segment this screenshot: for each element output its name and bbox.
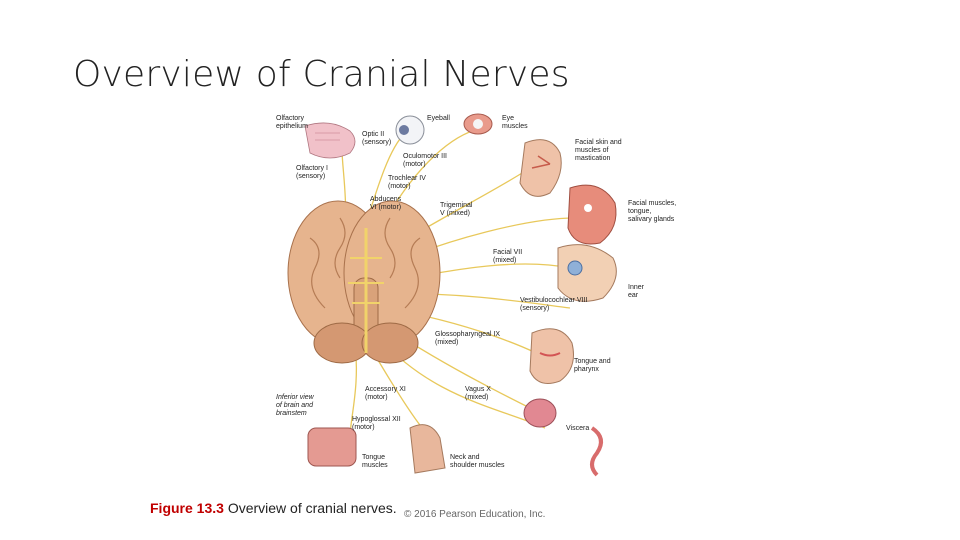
ear-illustration [557, 244, 617, 302]
svg-text:Vagus X(mixed): Vagus X(mixed) [465, 386, 491, 401]
brain-illustration [287, 200, 441, 364]
svg-text:Hypoglossal XII(motor): Hypoglossal XII(motor) [352, 416, 401, 431]
label-optic: Optic II [362, 131, 384, 138]
label-vagus: Vagus X [465, 386, 491, 393]
eyeball-illustration [395, 115, 425, 145]
viscera-illustration [523, 398, 603, 477]
label-eye-muscles: Eye [502, 115, 514, 122]
label-eyeball: Eyeball [427, 115, 450, 122]
label-olfactory-nerve: Olfactory I [296, 165, 328, 172]
label-facial-nerve: Facial VII [493, 249, 522, 256]
eye-muscles-illustration [463, 113, 493, 135]
slide-title: Overview of Cranial Nerves [73, 54, 570, 95]
nose-illustration [304, 122, 356, 159]
label-facial-muscles: Facial muscles, [628, 200, 676, 207]
label-olfactory-epithelium: Olfactory [276, 115, 305, 122]
label-facial-skin: Facial skin and [575, 139, 622, 146]
svg-text:Vestibulocochlear VIII(sensory: Vestibulocochlear VIII(sensory) [520, 297, 587, 312]
label-inner-ear: Inner [628, 284, 645, 291]
svg-text:Oculomotor III(motor): Oculomotor III(motor) [403, 153, 447, 168]
label-tongue-pharynx: Tongue and [574, 358, 611, 365]
svg-text:Glossopharyngeal IX(mixed): Glossopharyngeal IX(mixed) [435, 331, 500, 346]
copyright-notice: © 2016 Pearson Education, Inc. [404, 509, 546, 520]
face-mastication-illustration [519, 139, 562, 197]
svg-text:Trochlear IV(motor): Trochlear IV(motor) [388, 175, 426, 190]
face-muscles-illustration [567, 184, 617, 245]
tongue-muscles-illustration [307, 427, 357, 467]
svg-text:Accessory XI(motor): Accessory XI(motor) [365, 386, 406, 401]
label-oculomotor: Oculomotor III [403, 153, 447, 160]
caption-text: Overview of cranial nerves. [227, 500, 397, 516]
svg-text:Facial VII(mixed): Facial VII(mixed) [493, 249, 522, 264]
svg-text:Optic II(sensory): Optic II(sensory) [362, 131, 391, 146]
label-neck-shoulder: Neck and [450, 454, 480, 461]
svg-text:Olfactory I(sensory): Olfactory I(sensory) [296, 165, 328, 180]
label-glossopharyngeal: Glossopharyngeal IX [435, 331, 500, 338]
figure-caption: Figure 13.3 Overview of cranial nerves. [150, 500, 397, 516]
svg-text:Facial muscles,tongue,salivary: Facial muscles,tongue,salivary glands [628, 200, 676, 223]
label-vestibulocochlear: Vestibulocochlear VIII [520, 297, 587, 304]
label-trigeminal: Trigeminal [440, 202, 473, 209]
head-pharynx-illustration [529, 328, 574, 384]
label-inferior-view: Inferior view [276, 394, 315, 401]
label-accessory: Accessory XI [365, 386, 406, 393]
label-trochlear: Trochlear IV [388, 175, 426, 182]
label-abducens: Abducens [370, 196, 402, 203]
neck-shoulder-illustration [409, 424, 446, 474]
label-tongue-muscles: Tongue [362, 454, 385, 461]
label-viscera: Viscera [566, 425, 589, 432]
figure-number: Figure 13.3 [150, 500, 224, 516]
label-hypoglossal: Hypoglossal XII [352, 416, 401, 423]
